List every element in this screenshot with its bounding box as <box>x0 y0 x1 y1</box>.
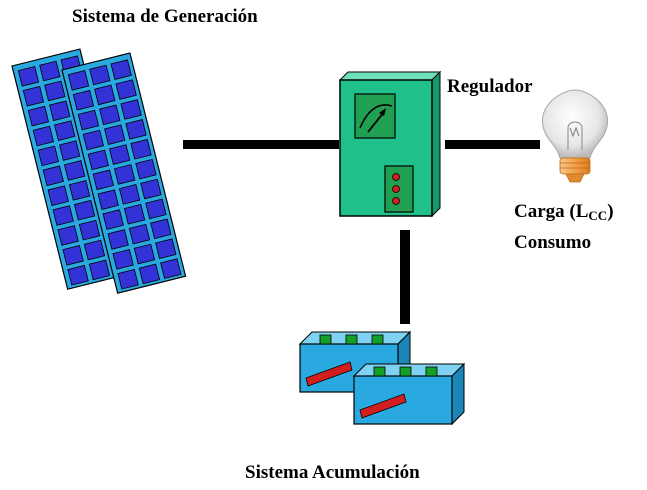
solar-cell <box>130 138 152 160</box>
solar-cell <box>67 70 90 91</box>
solar-cell <box>89 64 111 86</box>
battery-terminal <box>399 366 412 377</box>
solar-cell <box>83 239 106 261</box>
solar-cell <box>140 178 162 200</box>
solar-cell <box>133 243 156 265</box>
solar-cell <box>57 225 79 246</box>
solar-cell <box>27 105 50 127</box>
gauge-icon <box>354 93 396 139</box>
solar-cell <box>113 164 136 185</box>
solar-cell <box>54 120 76 141</box>
load-label-close: ) <box>607 201 614 222</box>
charge-regulator-icon <box>338 70 442 218</box>
solar-cell <box>88 259 111 281</box>
connection-line-regulator-load <box>445 140 540 149</box>
accumulation-system-label: Sistema Acumulación <box>245 462 420 483</box>
solar-cell <box>110 59 132 80</box>
solar-cell <box>68 180 91 201</box>
solar-cell <box>17 66 40 87</box>
solar-cell <box>160 258 182 279</box>
solar-cell <box>109 144 131 165</box>
solar-cell <box>77 109 100 131</box>
solar-cell <box>135 158 157 180</box>
solar-cell <box>82 129 105 151</box>
solar-cell <box>37 145 59 167</box>
load-label-text: Carga (L <box>514 201 589 222</box>
load-label: Carga (LCC) Consumo <box>514 198 614 256</box>
solar-cell <box>44 80 66 102</box>
solar-cell <box>39 60 61 82</box>
solar-cell <box>118 184 141 205</box>
consumption-label: Consumo <box>514 232 592 253</box>
solar-panel-icon <box>11 48 187 294</box>
battery-stripe <box>305 361 353 387</box>
battery-stripe <box>359 393 407 419</box>
solar-cell <box>115 79 137 100</box>
light-bulb-icon <box>541 89 609 183</box>
connection-line-panels-regulator <box>183 140 339 149</box>
solar-cell <box>112 249 134 270</box>
solar-cell <box>102 209 124 230</box>
solar-cell <box>32 125 55 147</box>
battery-terminal <box>319 334 332 345</box>
battery-back <box>298 330 412 394</box>
solar-cell <box>123 203 146 225</box>
solar-cell <box>72 89 95 111</box>
solar-cell <box>107 229 129 250</box>
solar-cell <box>138 263 161 285</box>
solar-cell <box>150 218 172 240</box>
solar-cell <box>99 104 121 126</box>
solar-cell <box>73 199 96 221</box>
load-label-subscript: CC <box>588 208 608 223</box>
solar-cell <box>49 100 71 122</box>
battery-terminal <box>371 334 384 345</box>
solar-cell <box>62 245 84 266</box>
solar-cell <box>120 99 142 120</box>
solar-cell <box>92 169 114 191</box>
solar-cell <box>47 185 69 206</box>
solar-cell <box>97 189 119 210</box>
solar-cell <box>59 140 81 161</box>
indicator-led-panel <box>384 165 414 213</box>
solar-cell <box>63 160 86 181</box>
solar-panel-front <box>61 52 187 294</box>
battery-icon <box>298 330 466 426</box>
solar-cell <box>22 85 45 107</box>
battery-terminal <box>345 334 358 345</box>
solar-cell <box>128 223 151 245</box>
generation-system-label: Sistema de Generación <box>72 6 258 27</box>
connection-line-regulator-batteries <box>400 230 410 324</box>
solar-cell <box>87 149 109 171</box>
solar-cell <box>104 124 126 145</box>
regulator-label: Regulador <box>447 76 533 97</box>
solar-cell <box>145 198 167 220</box>
solar-cell <box>67 264 89 286</box>
battery-front <box>352 362 466 426</box>
solar-cell <box>94 84 116 106</box>
solar-cell <box>155 238 177 259</box>
solar-cell <box>78 219 101 241</box>
battery-terminal <box>425 366 438 377</box>
solar-cell <box>125 119 147 140</box>
solar-cell <box>42 165 64 187</box>
battery-terminal <box>373 366 386 377</box>
solar-cell <box>52 205 74 226</box>
solar-cell <box>117 268 139 290</box>
